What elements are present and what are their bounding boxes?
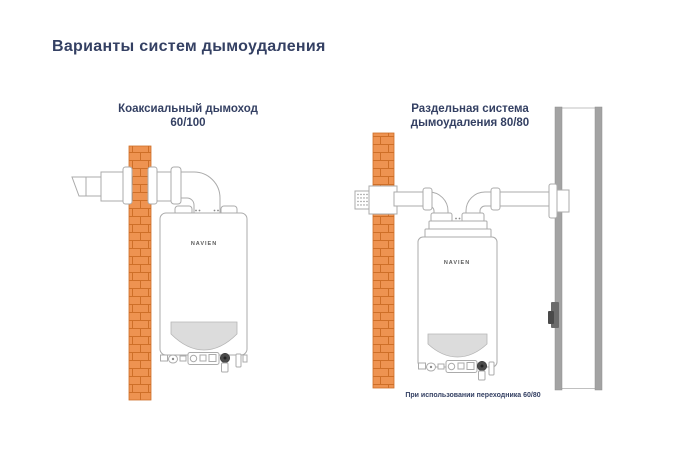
pipe-terminal-tip bbox=[71, 176, 88, 197]
shaft-flange bbox=[548, 183, 558, 219]
pipe-elbow bbox=[180, 171, 221, 215]
left-diagram-label-line1: Коаксиальный дымоход bbox=[118, 103, 258, 115]
exhaust-elbow bbox=[465, 191, 554, 223]
boiler-front-panel bbox=[427, 333, 488, 358]
right-diagram-label-line1: Раздельная система bbox=[411, 103, 529, 115]
intake-coupling bbox=[422, 187, 433, 211]
coaxial-pipe bbox=[71, 166, 221, 215]
right-diagram bbox=[354, 106, 603, 391]
shaft-access-handle bbox=[548, 302, 559, 328]
boiler-fittings bbox=[160, 352, 248, 373]
right-diagram-label-line2: дымоудаления 80/80 bbox=[410, 116, 530, 129]
air-intake-grille bbox=[354, 190, 370, 210]
inner-pipe-section bbox=[154, 171, 174, 202]
left-boiler bbox=[159, 205, 248, 373]
right-boiler-brand-logo: NAVIEN bbox=[443, 260, 471, 266]
shaft-wall-back bbox=[594, 106, 603, 391]
intake-pipe-section bbox=[393, 191, 427, 207]
left-brick-wall bbox=[128, 145, 152, 401]
outer-pipe-section bbox=[100, 171, 127, 202]
exhaust-shaft bbox=[554, 106, 603, 391]
right-brick-wall bbox=[372, 132, 395, 389]
boiler-fittings bbox=[418, 360, 495, 381]
page-title: Варианты систем дымоудаления bbox=[52, 38, 326, 55]
wall-sleeve bbox=[368, 185, 398, 215]
right-diagram-label: Раздельная система дымоудаления 80/80 bbox=[390, 103, 550, 130]
left-diagram-label-line2: 60/100 bbox=[170, 116, 206, 129]
exhaust-coupling bbox=[490, 187, 501, 211]
wall-flange-inner bbox=[147, 166, 158, 205]
left-diagram-label: Коаксиальный дымоход 60/100 bbox=[105, 103, 271, 130]
shaft-stub bbox=[556, 189, 570, 213]
pipe-coupling bbox=[170, 166, 182, 205]
left-boiler-brand-logo: NAVIEN bbox=[190, 241, 218, 247]
left-diagram bbox=[71, 145, 248, 401]
exhaust-pipe bbox=[465, 183, 570, 223]
pipe-terminal bbox=[85, 176, 103, 197]
wall-flange-outer bbox=[122, 166, 133, 205]
boiler-front-panel bbox=[170, 321, 238, 351]
adapter-caption: При использовании переходника 60/80 bbox=[405, 392, 541, 399]
right-boiler bbox=[417, 236, 498, 381]
flue-adapter bbox=[424, 212, 492, 239]
shaft-wall-front bbox=[554, 106, 563, 391]
